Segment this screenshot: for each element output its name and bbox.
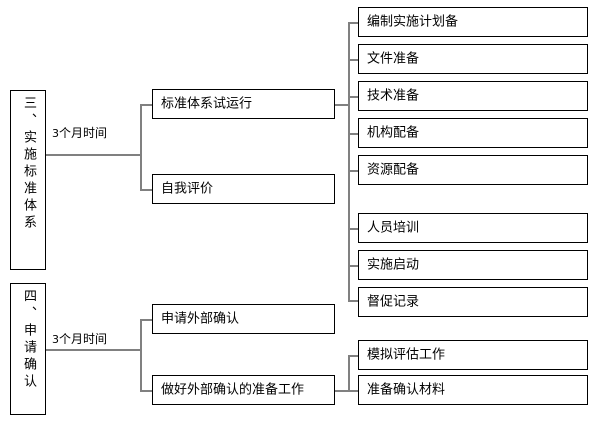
mid-box-prepare-external-confirmation[interactable]: 做好外部确认的准备工作 — [152, 375, 335, 405]
duration-label-phase3: 3个月时间 — [52, 124, 107, 141]
mid-box-label: 自我评价 — [161, 181, 214, 197]
connector-phase3-trunk — [140, 104, 142, 190]
connector-m1-to-l5 — [348, 170, 359, 172]
phase-box-implement-standard-system[interactable]: 三、实施标准体系 — [10, 90, 46, 270]
leaf-box-label: 机构配备 — [367, 125, 420, 141]
leaf-box-label: 资源配备 — [367, 162, 420, 178]
phase-box-label: 四、申请确认 — [21, 289, 36, 391]
connector-phase4-to-m4 — [140, 390, 153, 392]
connector-phase3-to-m1 — [140, 104, 153, 106]
connector-phase4-to-m3 — [140, 319, 153, 321]
leaf-box-implementation-launch[interactable]: 实施启动 — [358, 250, 588, 280]
connector-phase3-to-m2 — [140, 189, 153, 191]
connector-m1-trunk — [348, 22, 350, 302]
connector-m1-to-l3 — [348, 96, 359, 98]
connector-m4-to-l9 — [348, 355, 359, 357]
phase-box-apply-confirmation[interactable]: 四、申请确认 — [10, 283, 46, 415]
connector-m1-to-l8 — [348, 300, 359, 302]
connector-phase3-stem — [45, 154, 142, 156]
leaf-box-supervision-record[interactable]: 督促记录 — [358, 287, 588, 317]
leaf-box-resource-allocation[interactable]: 资源配备 — [358, 155, 588, 185]
connector-m4-trunk — [348, 355, 350, 392]
leaf-box-simulated-assessment[interactable]: 模拟评估工作 — [358, 340, 588, 370]
leaf-box-label: 督促记录 — [367, 294, 420, 310]
leaf-box-label: 准备确认材料 — [367, 382, 446, 398]
mid-box-self-evaluation[interactable]: 自我评价 — [152, 174, 335, 204]
connector-m1-stem — [334, 104, 350, 106]
leaf-box-organization-setup[interactable]: 机构配备 — [358, 118, 588, 148]
connector-m1-to-l1 — [348, 22, 359, 24]
mid-box-label: 申请外部确认 — [161, 311, 240, 327]
leaf-box-technical-preparation[interactable]: 技术准备 — [358, 81, 588, 111]
leaf-box-document-preparation[interactable]: 文件准备 — [358, 44, 588, 74]
duration-label-phase4: 3个月时间 — [52, 330, 107, 347]
mid-box-apply-external-confirmation[interactable]: 申请外部确认 — [152, 304, 335, 334]
duration-value: 3 — [52, 127, 59, 140]
leaf-box-prepare-implementation-plan[interactable]: 编制实施计划备 — [358, 7, 588, 37]
duration-value: 3 — [52, 333, 59, 346]
connector-m4-to-l10 — [348, 390, 359, 392]
mid-box-label: 标准体系试运行 — [161, 96, 253, 112]
leaf-box-label: 文件准备 — [367, 51, 420, 67]
leaf-box-personnel-training[interactable]: 人员培训 — [358, 213, 588, 243]
leaf-box-label: 实施启动 — [367, 257, 420, 273]
leaf-box-label: 技术准备 — [367, 88, 420, 104]
connector-m4-stem — [334, 390, 350, 392]
leaf-box-label: 编制实施计划备 — [367, 14, 459, 30]
leaf-box-label: 人员培训 — [367, 220, 420, 236]
connector-m1-to-l6 — [348, 228, 359, 230]
connector-m1-to-l7 — [348, 265, 359, 267]
mid-box-label: 做好外部确认的准备工作 — [161, 382, 305, 398]
duration-unit: 个月时间 — [59, 332, 108, 346]
connector-phase4-trunk — [140, 319, 142, 392]
phase-box-label: 三、实施标准体系 — [21, 96, 36, 232]
duration-unit: 个月时间 — [59, 126, 108, 140]
connector-m1-to-l4 — [348, 133, 359, 135]
connector-m1-to-l2 — [348, 59, 359, 61]
leaf-box-label: 模拟评估工作 — [367, 347, 446, 363]
mid-box-standard-system-trial-run[interactable]: 标准体系试运行 — [152, 89, 335, 119]
leaf-box-prepare-confirmation-materials[interactable]: 准备确认材料 — [358, 375, 588, 405]
connector-phase4-stem — [45, 349, 142, 351]
